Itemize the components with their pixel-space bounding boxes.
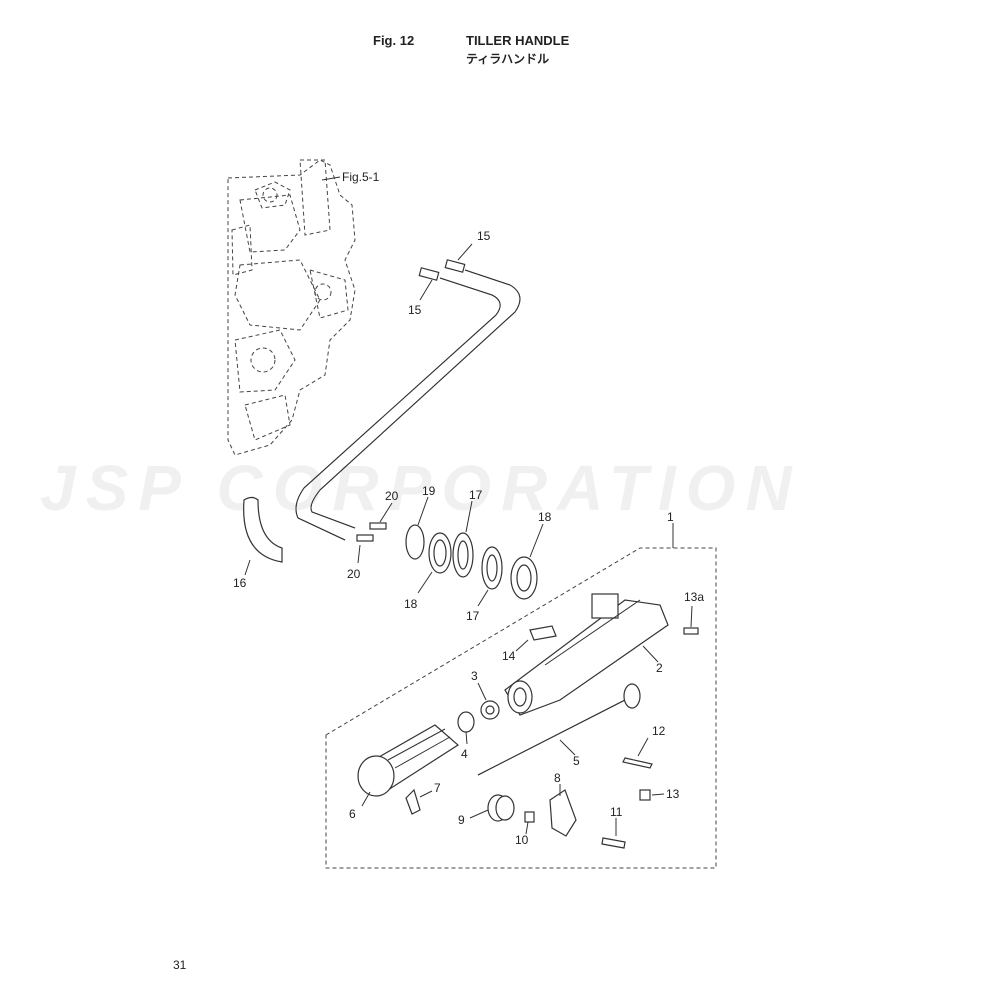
engine-reference-label: Fig.5-1 [342,170,380,184]
pin-part-20-top [369,522,387,530]
callout-10: 10 [515,833,529,847]
screw-part-13a [683,627,699,635]
callout-20-top: 20 [385,489,399,503]
bolt-part-11 [601,837,626,849]
plate-part-19 [405,524,425,560]
callout-15-bottom: 15 [408,303,422,317]
callout-13a: 13a [684,590,704,604]
title-japanese: ティラハンドル [466,52,550,66]
screw-part-7 [405,788,421,815]
callout-18-right: 18 [538,510,552,524]
key-part-12 [622,757,653,769]
decal-part-14 [529,625,557,641]
engine-block-outline [227,159,356,456]
callout-20-bottom: 20 [347,567,361,581]
callout-11: 11 [610,805,623,819]
callout-12: 12 [652,724,666,738]
throttle-cables [295,259,521,541]
callout-7: 7 [434,781,441,795]
callout-4: 4 [461,747,468,761]
page-number: 31 [173,958,187,972]
callout-18-left: 18 [404,597,418,611]
assembly-box-part-1 [325,547,717,869]
callout-17-bottom: 17 [466,609,480,623]
watermark-text: JSP CORPORATION [40,452,802,524]
pin-part-20-bottom [356,534,374,542]
callout-14: 14 [502,649,516,663]
callout-19: 19 [422,484,436,498]
callout-1: 1 [667,510,674,524]
callout-6: 6 [349,807,356,821]
grip-part-6 [357,724,459,797]
callout-13: 13 [666,787,680,801]
figure-number: Fig. 12 [373,33,415,48]
bracket-part-8 [549,789,577,837]
hose-part-16 [243,496,283,563]
screw-part-13 [639,789,651,801]
spring-part-10 [524,811,535,823]
callout-16: 16 [233,576,247,590]
callout-5: 5 [573,754,580,768]
callout-15-top: 15 [477,229,491,243]
bushing-part-4 [457,711,475,733]
callout-17-top: 17 [469,488,483,502]
callout-2: 2 [656,661,663,675]
title-english: TILLER HANDLE [466,33,570,48]
callout-8: 8 [554,771,561,785]
shaft-part-5 [477,683,641,776]
callout-9: 9 [458,813,465,827]
handle-body-part-2 [504,593,669,716]
callout-3: 3 [471,669,478,683]
